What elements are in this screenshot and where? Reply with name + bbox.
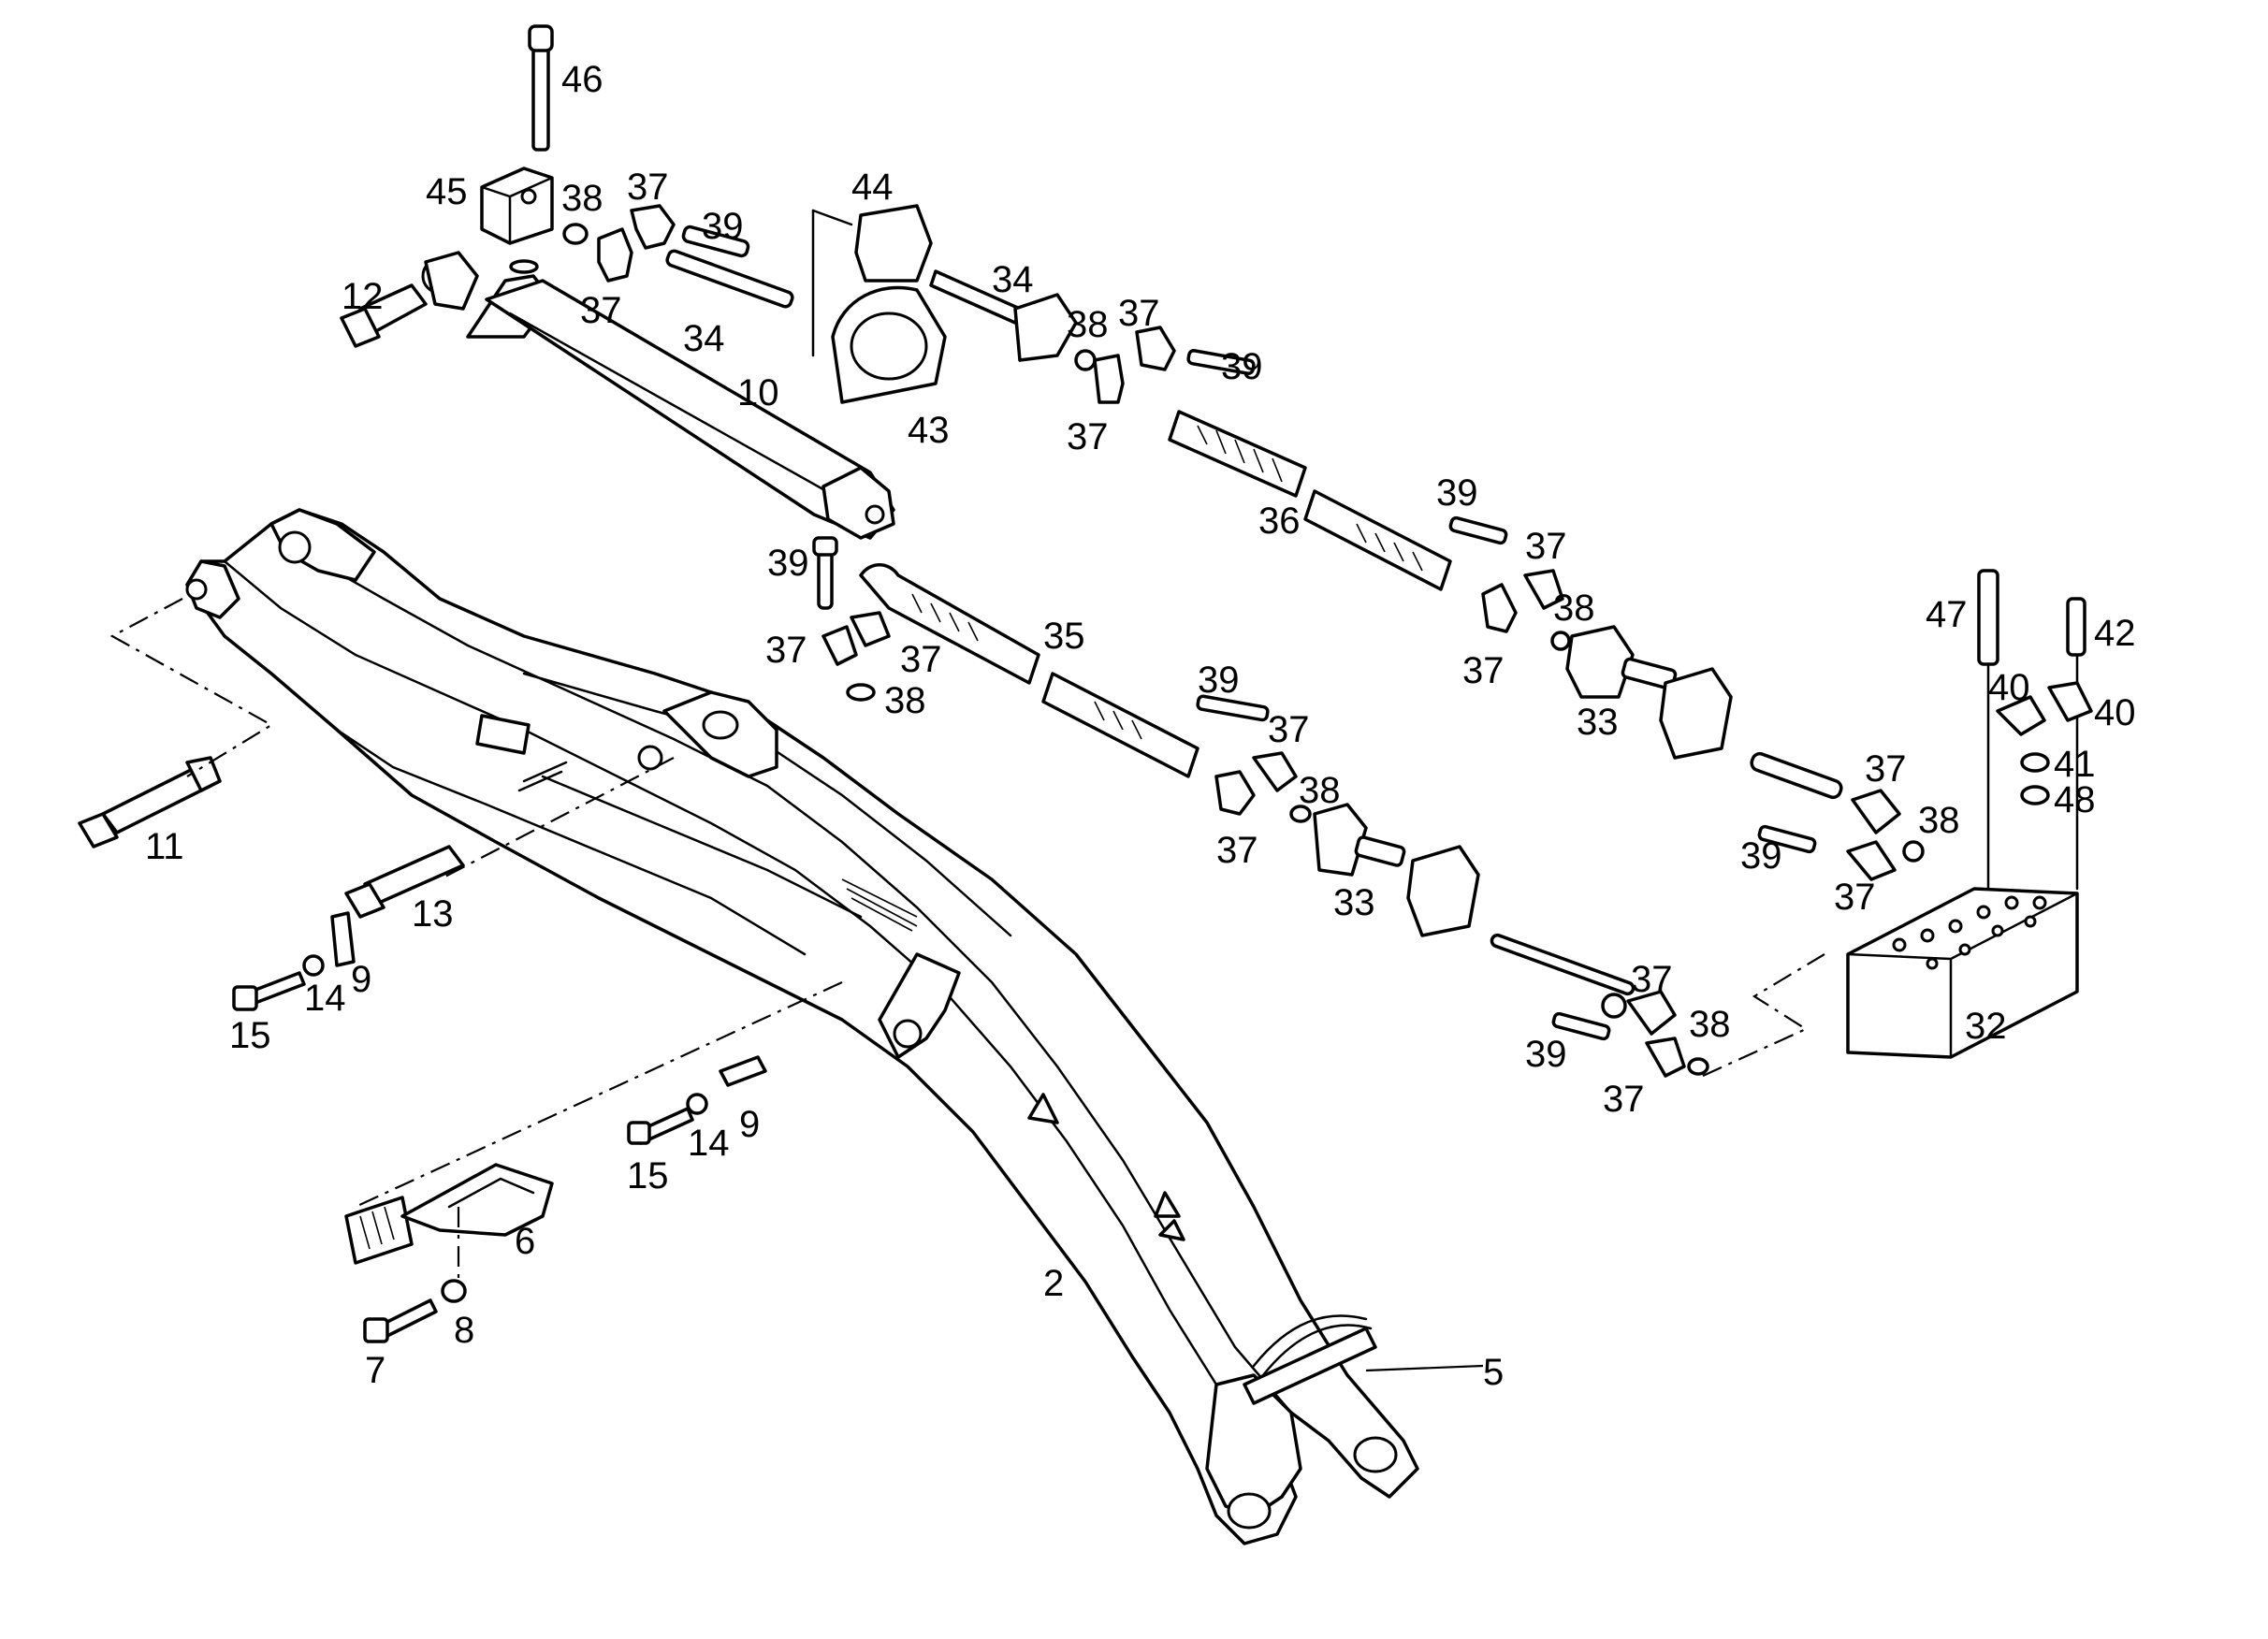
label-37: 37 xyxy=(1268,709,1310,750)
label-41: 41 xyxy=(2054,744,2096,785)
flange-halves-lower-mid xyxy=(1196,694,1312,823)
label-37: 37 xyxy=(1834,877,1876,918)
label-8: 8 xyxy=(454,1310,474,1351)
label-37: 37 xyxy=(1631,959,1673,1000)
label-2: 2 xyxy=(1043,1263,1064,1304)
label-39: 39 xyxy=(1740,835,1782,877)
label-40: 40 xyxy=(1988,667,2030,708)
label-44: 44 xyxy=(851,167,894,208)
label-37: 37 xyxy=(1067,416,1109,457)
label-38: 38 xyxy=(1067,304,1109,345)
label-37: 37 xyxy=(580,290,622,331)
flange-halves-top xyxy=(597,204,794,309)
label-36: 36 xyxy=(1258,500,1301,542)
label-37: 37 xyxy=(1865,748,1907,790)
label-38: 38 xyxy=(884,680,926,721)
label-11: 11 xyxy=(145,826,184,867)
label-45: 45 xyxy=(426,171,468,212)
label-15: 15 xyxy=(627,1155,669,1197)
label-39: 39 xyxy=(1525,1034,1567,1075)
pipe-clamp-43-44 xyxy=(811,204,1078,404)
label-47: 47 xyxy=(1926,594,1968,635)
hydraulic-cylinder xyxy=(421,251,895,540)
washer-14-left xyxy=(302,954,325,977)
label-14: 14 xyxy=(688,1123,730,1164)
label-39: 39 xyxy=(1221,346,1263,387)
label-32: 32 xyxy=(1965,1006,2007,1047)
plate-9-mid xyxy=(719,1055,767,1087)
label-38: 38 xyxy=(1918,800,1960,841)
bolt-15-mid xyxy=(627,1107,694,1145)
label-39: 39 xyxy=(767,543,809,584)
label-39: 39 xyxy=(1198,660,1240,701)
label-34: 34 xyxy=(683,318,725,359)
flange-33-right xyxy=(1565,625,1733,760)
boom-arm xyxy=(185,508,1419,1545)
label-38: 38 xyxy=(1299,770,1341,811)
label-38: 38 xyxy=(1553,587,1595,629)
label-9: 9 xyxy=(739,1104,760,1145)
label-39: 39 xyxy=(702,206,744,247)
label-37: 37 xyxy=(1118,293,1160,334)
label-37: 37 xyxy=(627,167,669,208)
leader-lines xyxy=(1365,1364,1484,1372)
label-37: 37 xyxy=(765,630,807,671)
label-7: 7 xyxy=(365,1350,385,1391)
label-38: 38 xyxy=(561,178,603,219)
valve-block-32 xyxy=(1846,569,2093,1059)
label-14: 14 xyxy=(304,978,346,1019)
bolt-15-left xyxy=(232,971,306,1011)
pin-11 xyxy=(78,756,222,849)
label-12: 12 xyxy=(342,276,384,317)
label-10: 10 xyxy=(737,372,779,413)
dash-lines xyxy=(109,598,1825,1282)
label-37: 37 xyxy=(1525,526,1567,567)
plate-9-left xyxy=(330,911,356,967)
pin-13 xyxy=(344,845,465,919)
flange-halves-mid xyxy=(1074,326,1256,404)
label-46: 46 xyxy=(561,59,603,100)
label-13: 13 xyxy=(412,893,454,935)
block-45-assembly xyxy=(480,24,589,245)
label-40: 40 xyxy=(2094,692,2136,733)
flange-33-mid xyxy=(1313,803,1480,937)
label-37: 37 xyxy=(900,639,942,680)
washer-8 xyxy=(441,1279,467,1303)
bracket-on-boom xyxy=(878,952,961,1059)
hose-35 xyxy=(859,563,1199,778)
label-9: 9 xyxy=(351,959,371,1000)
hose-36 xyxy=(1168,410,1452,591)
label-33: 33 xyxy=(1333,882,1375,923)
flange-halves-left xyxy=(812,536,891,702)
flange-halves-right xyxy=(1448,515,1571,651)
label-43: 43 xyxy=(908,410,950,451)
callout-labels: 46 45 38 37 39 37 12 34 44 34 38 37 39 1… xyxy=(145,59,2136,1393)
label-33: 33 xyxy=(1577,702,1619,743)
label-38: 38 xyxy=(1689,1004,1731,1045)
label-37: 37 xyxy=(1216,830,1258,871)
label-34: 34 xyxy=(992,259,1034,300)
label-35: 35 xyxy=(1043,616,1085,657)
pin-12 xyxy=(340,283,428,348)
label-48: 48 xyxy=(2054,779,2096,820)
washer-14-mid xyxy=(686,1093,708,1115)
bolt-7 xyxy=(363,1298,438,1343)
label-39: 39 xyxy=(1436,472,1478,514)
pipes-lower xyxy=(1490,751,1925,1078)
label-6: 6 xyxy=(515,1221,535,1262)
label-37: 37 xyxy=(1462,650,1505,691)
label-15: 15 xyxy=(229,1015,271,1056)
step-6 xyxy=(344,1163,554,1265)
label-5: 5 xyxy=(1483,1352,1504,1393)
label-37: 37 xyxy=(1603,1079,1645,1120)
label-42: 42 xyxy=(2094,613,2136,654)
